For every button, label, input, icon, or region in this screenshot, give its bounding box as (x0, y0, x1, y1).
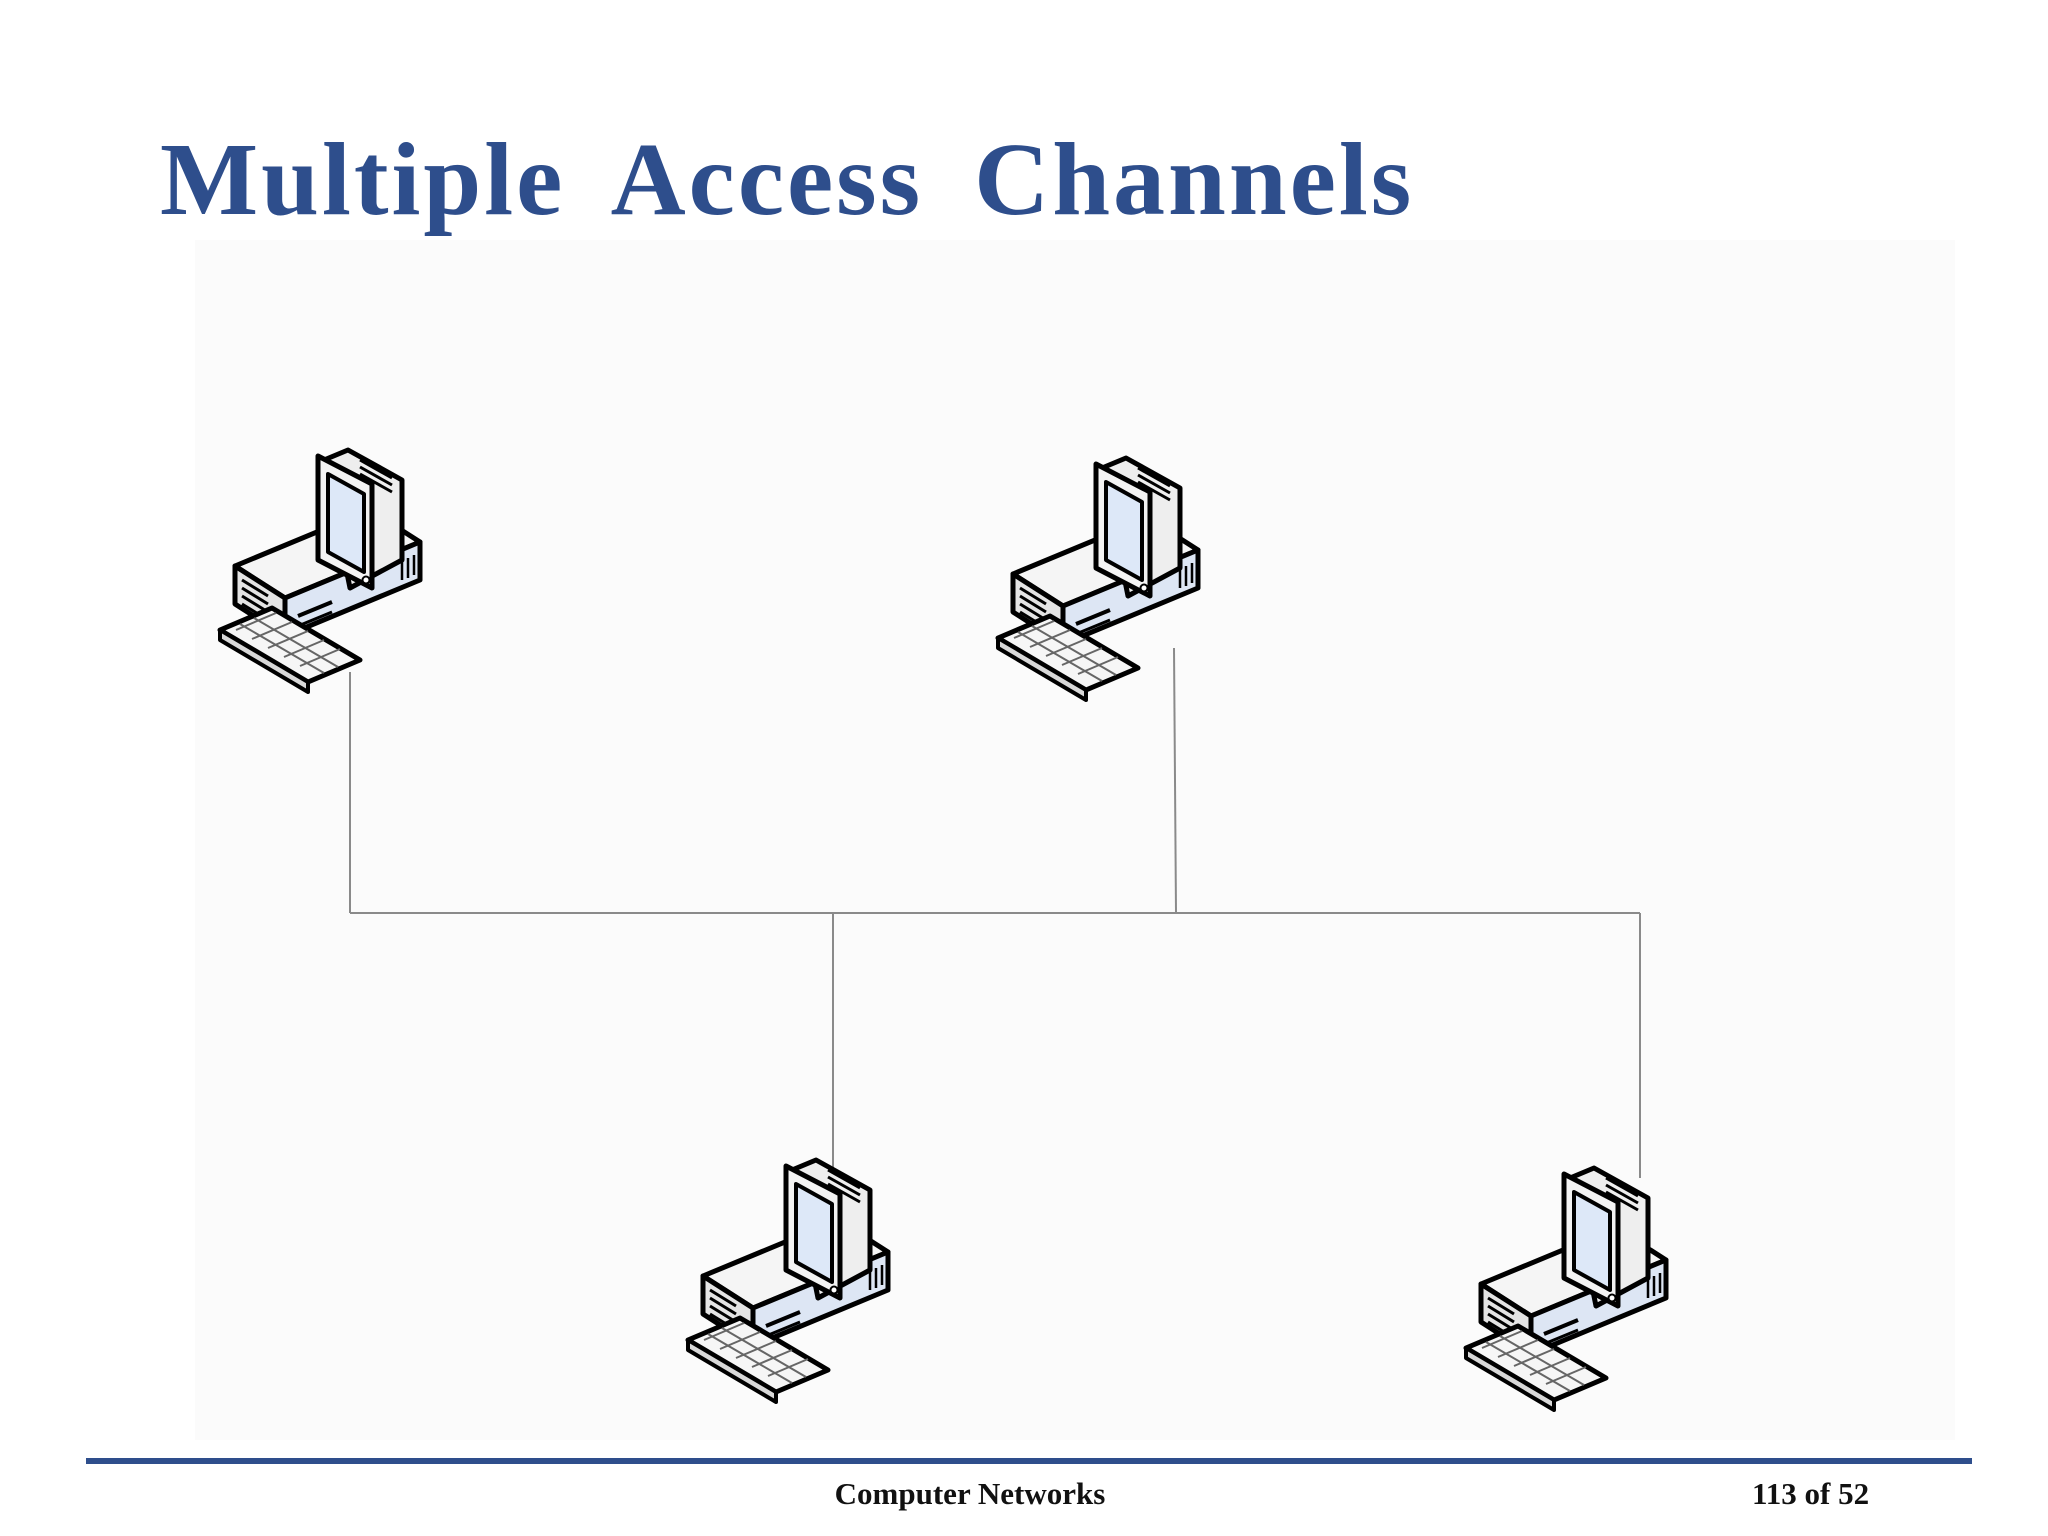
footer-page-number: 113 of 52 (1752, 1476, 1870, 1511)
footer-rule (86, 1458, 1972, 1464)
slide-background (195, 240, 1955, 1440)
slide-title: Multiple Access Channels (160, 122, 1415, 237)
link-computer-2 (1173, 647, 1177, 914)
footer-course: Computer Networks (834, 1476, 1106, 1511)
desktop-computer-icon (1466, 1168, 1666, 1410)
desktop-computer-icon (998, 458, 1198, 700)
desktop-computer-icon (688, 1160, 888, 1402)
shared-bus (349, 647, 1641, 1178)
desktop-computer-icon (220, 450, 420, 692)
